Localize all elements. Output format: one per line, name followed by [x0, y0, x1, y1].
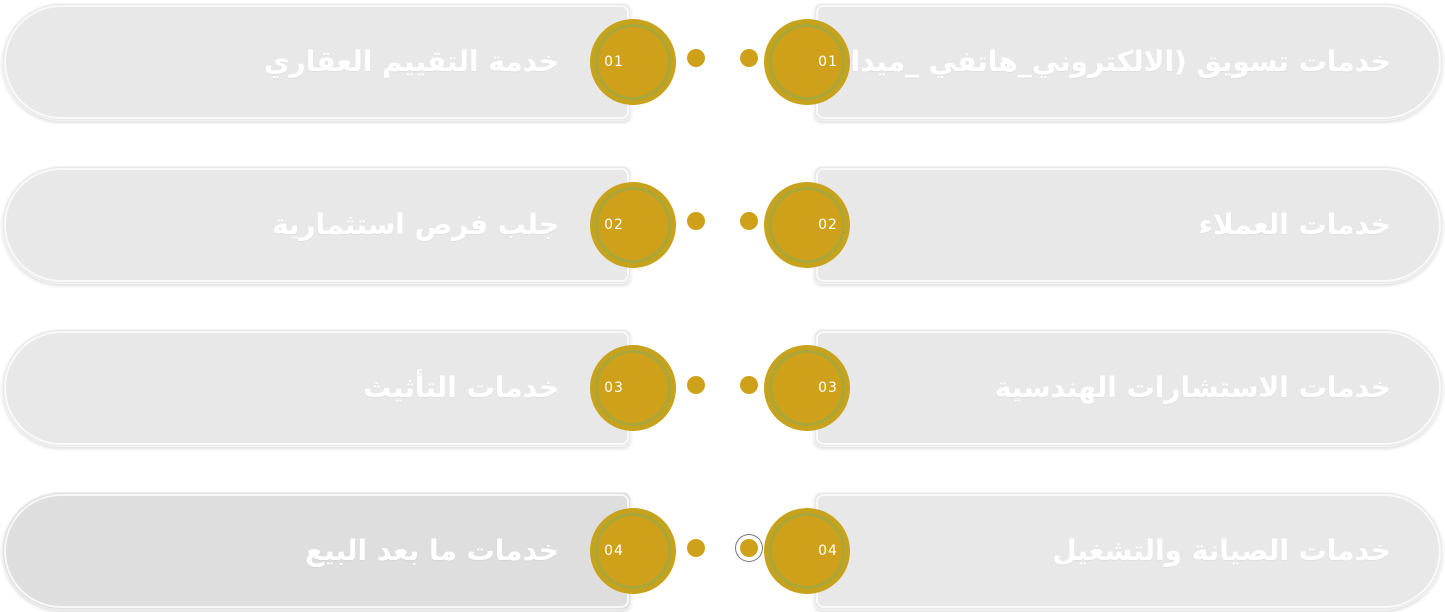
pager-dot-left-4[interactable] — [687, 539, 705, 557]
badge-number: 03 — [604, 380, 624, 396]
service-label: جلب فرص استثمارية — [271, 208, 559, 241]
service-card-maintenance-operation[interactable]: خدمات الصيانة والتشغيل 04 — [764, 492, 1443, 610]
service-card-real-estate-valuation[interactable]: خدمة التقييم العقاري 01 — [2, 3, 676, 121]
service-card-investment-opportunities[interactable]: جلب فرص استثمارية 02 — [2, 166, 676, 284]
service-card-after-sales[interactable]: خدمات ما بعد البيع 04 — [2, 492, 676, 610]
service-label: خدمة التقييم العقاري — [263, 45, 559, 78]
service-label: خدمات تسويق (الالكتروني_هاتفي _ميداني) — [798, 45, 1391, 78]
number-badge: 04 — [590, 508, 676, 594]
badge-number: 01 — [818, 54, 838, 70]
badge-number: 02 — [604, 217, 624, 233]
pager-dot-right-3[interactable] — [740, 376, 758, 394]
service-label: خدمات الصيانة والتشغيل — [1052, 534, 1391, 567]
service-label: خدمات التأثيث — [363, 371, 559, 404]
service-card-engineering-consulting[interactable]: خدمات الاستشارات الهندسية 03 — [764, 329, 1443, 447]
badge-number: 03 — [818, 380, 838, 396]
number-badge: 04 — [764, 508, 850, 594]
badge-number: 04 — [604, 543, 624, 559]
pager-dot-left-2[interactable] — [687, 212, 705, 230]
service-card-marketing[interactable]: خدمات تسويق (الالكتروني_هاتفي _ميداني) 0… — [764, 3, 1443, 121]
service-label: خدمات الاستشارات الهندسية — [994, 371, 1391, 404]
pager-dot-right-1[interactable] — [740, 49, 758, 67]
service-label: خدمات العملاء — [1198, 208, 1391, 241]
badge-number: 01 — [604, 54, 624, 70]
service-card-customer-services[interactable]: خدمات العملاء 02 — [764, 166, 1443, 284]
pager-dot-right-2[interactable] — [740, 212, 758, 230]
number-badge: 01 — [764, 19, 850, 105]
number-badge: 03 — [590, 345, 676, 431]
pager-dot-right-4-selected[interactable] — [740, 539, 758, 557]
badge-number: 02 — [818, 217, 838, 233]
pager-dot-left-3[interactable] — [687, 376, 705, 394]
number-badge: 03 — [764, 345, 850, 431]
number-badge: 01 — [590, 19, 676, 105]
service-card-furnishing[interactable]: خدمات التأثيث 03 — [2, 329, 676, 447]
number-badge: 02 — [764, 182, 850, 268]
number-badge: 02 — [590, 182, 676, 268]
badge-number: 04 — [818, 543, 838, 559]
service-label: خدمات ما بعد البيع — [304, 534, 559, 567]
pager-dot-left-1[interactable] — [687, 49, 705, 67]
